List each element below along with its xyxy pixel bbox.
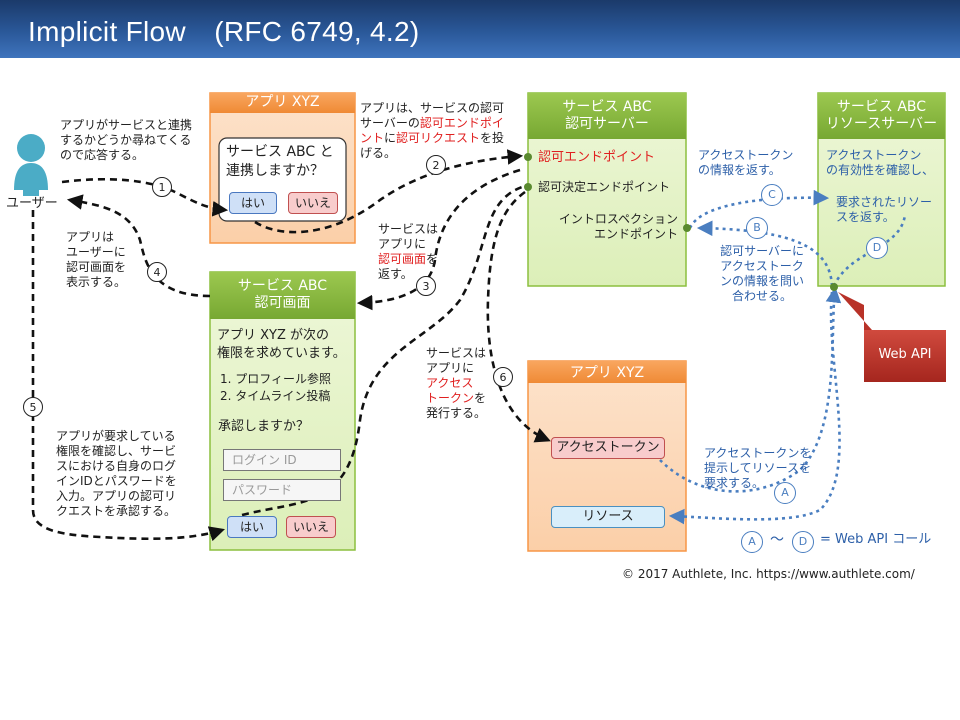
- login-id-field[interactable]: ログイン ID: [223, 449, 341, 471]
- consent-confirm-text: 承認しますか？: [218, 419, 310, 434]
- consent-request-text: アプリ XYZ が次の 権限を求めています。: [217, 328, 346, 361]
- authz-endpoint-dot: [524, 153, 532, 161]
- page-title: Implicit Flow (RFC 6749, 4.2): [28, 16, 420, 47]
- consent-screen-box: [209, 271, 356, 551]
- step5-annotation: アプリが要求している 権限を確認し、サービ スにおける自身のログ インIDとパス…: [56, 429, 177, 518]
- consent-no-button[interactable]: いいえ: [286, 516, 336, 538]
- step6-text-b: アクセス トークン: [426, 376, 475, 405]
- introspection-endpoint-dot: [683, 224, 691, 232]
- decision-endpoint-label: 認可決定エンドポイント: [538, 180, 671, 194]
- step-b-circle: B: [746, 217, 768, 239]
- step-a-circle: A: [774, 482, 796, 504]
- step-d-circle: D: [866, 237, 888, 259]
- resource-server-text2: 要求されたリソー スを返す。: [836, 195, 933, 224]
- password-field[interactable]: パスワード: [223, 479, 341, 501]
- web-api-label: Web API: [878, 347, 932, 362]
- step-2-circle: 2: [426, 155, 446, 175]
- step6-annotation: サービスは アプリに アクセス トークンを 発行する。: [426, 346, 486, 421]
- web-api-callout: [838, 292, 946, 382]
- step-1-circle: 1: [152, 177, 172, 197]
- step3-text-c: を 返す。: [378, 252, 439, 281]
- step2-text-e: を投 げる。: [360, 131, 505, 160]
- stepC-annotation: アクセストークン の情報を返す。: [698, 148, 794, 177]
- step2-annotation: アプリは、サービスの認可 サーバーの認可エンドポイ ントに認可リクエストを投 げ…: [360, 101, 525, 161]
- step1-annotation: アプリがサービスと連携 するかどうか尋ねてくる ので応答する。: [60, 118, 193, 162]
- header-bar: [0, 0, 960, 58]
- step2-text-a: アプリは、サービスの認可 サーバーの: [360, 101, 505, 130]
- legend-d-circle: D: [792, 531, 814, 553]
- legend-text: = Web API コール: [820, 532, 932, 547]
- step-6-circle: 6: [493, 367, 513, 387]
- authz-endpoint-label: 認可エンドポイント: [538, 150, 656, 165]
- step2-text-b: 認可エンドポイ ント: [360, 116, 504, 145]
- step3-text-b: 認可画面: [378, 252, 427, 266]
- legend-a-circle: A: [741, 531, 763, 553]
- consent-permission-2: 2. タイムライン投稿: [220, 389, 331, 403]
- copyright-footer: © 2017 Authlete, Inc. https://www.authle…: [622, 567, 915, 581]
- step3-text-a: サービスは アプリに: [378, 222, 439, 251]
- user-icon: [14, 134, 48, 196]
- user-label: ユーザー: [6, 196, 58, 211]
- auth-server-box: [527, 92, 687, 287]
- step-5-circle: 5: [23, 397, 43, 417]
- step6-text-a: サービスは アプリに: [426, 346, 487, 375]
- app-xyz-bottom-title: アプリ XYZ: [569, 365, 645, 381]
- consent-title: サービス ABC 認可画面: [237, 278, 328, 311]
- legend-tilde: 〜: [770, 532, 784, 548]
- step2-text-c: に: [384, 131, 397, 145]
- resource-endpoint-dot: [830, 283, 838, 291]
- app-no-button[interactable]: いいえ: [288, 192, 338, 214]
- resource-box: リソース: [551, 506, 665, 528]
- auth-server-title: サービス ABC 認可サーバー: [562, 99, 652, 132]
- step6-text-c: を 発行する。: [426, 391, 487, 420]
- resource-server-text1: アクセストークン の有効性を確認し、: [826, 148, 935, 177]
- app-dialog-text: サービス ABC と 連携しますか？: [226, 144, 334, 179]
- decision-endpoint-dot: [524, 183, 532, 191]
- step-3-circle: 3: [416, 276, 436, 296]
- app-xyz-top-title: アプリ XYZ: [245, 94, 320, 110]
- step3-annotation: サービスは アプリに 認可画面を 返す。: [378, 222, 438, 282]
- step2-text-d: 認可リクエスト: [396, 131, 481, 145]
- introspection-endpoint-label: イントロスペクション エンドポイント: [558, 212, 678, 241]
- access-token-box: アクセストークン: [551, 437, 665, 459]
- consent-permission-1: 1. プロフィール参照: [220, 372, 332, 386]
- stepA-annotation: アクセストークンを 提示してリソースを 要求する。: [704, 446, 812, 490]
- app-yes-button[interactable]: はい: [229, 192, 277, 214]
- step-4-circle: 4: [147, 262, 167, 282]
- consent-yes-button[interactable]: はい: [227, 516, 277, 538]
- stepB-annotation: 認可サーバーに アクセストーク ンの情報を問い 合わせる。: [720, 244, 805, 303]
- step-c-circle: C: [761, 184, 783, 206]
- step4-annotation: アプリは ユーザーに 認可画面を 表示する。: [66, 230, 127, 289]
- api-call-arrows: [659, 189, 907, 525]
- resource-server-title: サービス ABC リソースサーバー: [825, 99, 938, 132]
